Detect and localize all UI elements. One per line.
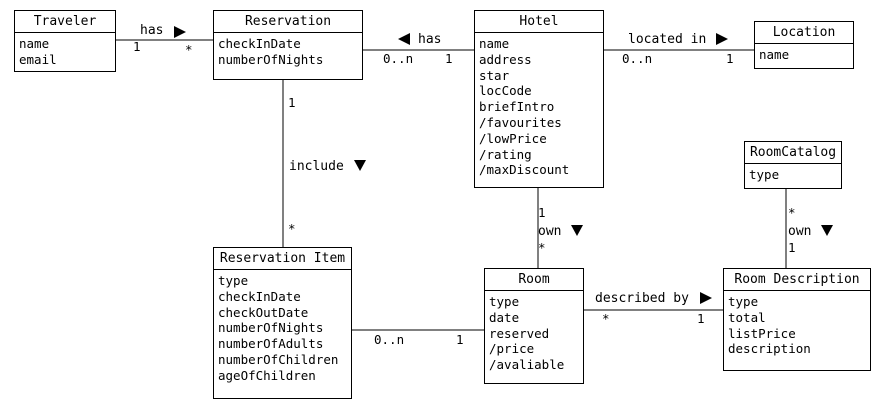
multiplicity: 1: [788, 240, 796, 255]
class-attribute: address: [479, 51, 532, 67]
multiplicity: *: [538, 240, 546, 255]
class-room-catalog: RoomCatalog type: [744, 141, 842, 189]
class-attribute: checkInDate: [218, 36, 301, 51]
multiplicity: 1: [697, 311, 705, 326]
multiplicity: *: [788, 205, 796, 220]
multiplicity: 1: [726, 51, 734, 66]
class-attribute: type: [728, 294, 759, 309]
class-attribute: /favourites: [479, 114, 562, 130]
class-attribute: locCode: [479, 83, 532, 99]
assoc-label: own: [538, 224, 562, 239]
class-attribute: checkInDate: [218, 288, 301, 304]
class-attribute: briefIntro: [479, 99, 555, 115]
assoc-label: located in: [628, 32, 707, 47]
arrow-right-icon: [174, 26, 186, 38]
class-attribute: name: [759, 47, 790, 62]
class-attribute: listPrice: [728, 325, 796, 341]
class-attribute: /rating: [479, 146, 532, 162]
class-attribute: type: [489, 294, 520, 309]
multiplicity: *: [288, 221, 296, 236]
class-attribute: total: [728, 309, 766, 325]
class-attribute: /price: [489, 341, 535, 357]
class-name: Traveler: [15, 11, 115, 33]
class-name: Reservation: [214, 11, 362, 33]
class-attribute: /lowPrice: [479, 130, 547, 146]
multiplicity: 1: [133, 39, 141, 54]
class-attribute: email: [19, 51, 57, 67]
class-name: Hotel: [475, 11, 603, 33]
attribute-list: type: [745, 164, 841, 183]
assoc-label: described by: [595, 291, 689, 306]
multiplicity: 1: [456, 332, 464, 347]
class-attribute: name: [19, 36, 50, 51]
multiplicity: 1: [445, 51, 453, 66]
arrow-right-icon: [700, 292, 712, 304]
class-attribute: ageOfChildren: [218, 367, 316, 383]
multiplicity: 0..n: [622, 51, 653, 66]
arrow-down-icon: [821, 225, 833, 236]
class-attribute: star: [479, 67, 510, 83]
arrow-down-icon: [571, 225, 583, 236]
attribute-list: name: [755, 44, 853, 63]
arrow-right-icon: [716, 33, 728, 45]
class-attribute: numberOfNights: [218, 51, 324, 67]
multiplicity: 1: [538, 205, 546, 220]
multiplicity: 0..n: [383, 51, 414, 66]
class-attribute: /maxDiscount: [479, 162, 570, 178]
class-name: Reservation Item: [214, 248, 351, 270]
multiplicity: *: [185, 42, 193, 57]
class-attribute: checkOutDate: [218, 304, 309, 320]
class-name: Room: [485, 269, 583, 291]
class-attribute: type: [218, 273, 249, 288]
class-location: Location name: [754, 21, 854, 69]
assoc-label: own: [788, 224, 812, 239]
arrow-down-icon: [354, 160, 366, 171]
multiplicity: 1: [288, 95, 296, 110]
class-attribute: numberOfNights: [218, 320, 324, 336]
class-attribute: reserved: [489, 325, 550, 341]
multiplicity: *: [602, 311, 610, 326]
class-attribute: description: [728, 341, 811, 357]
class-attribute: /avaliable: [489, 357, 565, 373]
multiplicity: 0..n: [374, 332, 405, 347]
class-attribute: date: [489, 309, 520, 325]
class-attribute: type: [749, 167, 780, 182]
arrow-left-icon: [398, 33, 410, 45]
class-attribute: numberOfChildren: [218, 351, 339, 367]
assoc-label: include: [289, 159, 344, 174]
class-name: Room Description: [724, 269, 870, 291]
class-attribute: numberOfAdults: [218, 336, 324, 352]
class-attribute: name: [479, 36, 510, 51]
assoc-label: has: [140, 23, 164, 38]
class-name: RoomCatalog: [745, 142, 841, 164]
class-name: Location: [755, 22, 853, 44]
assoc-label: has: [418, 32, 442, 47]
